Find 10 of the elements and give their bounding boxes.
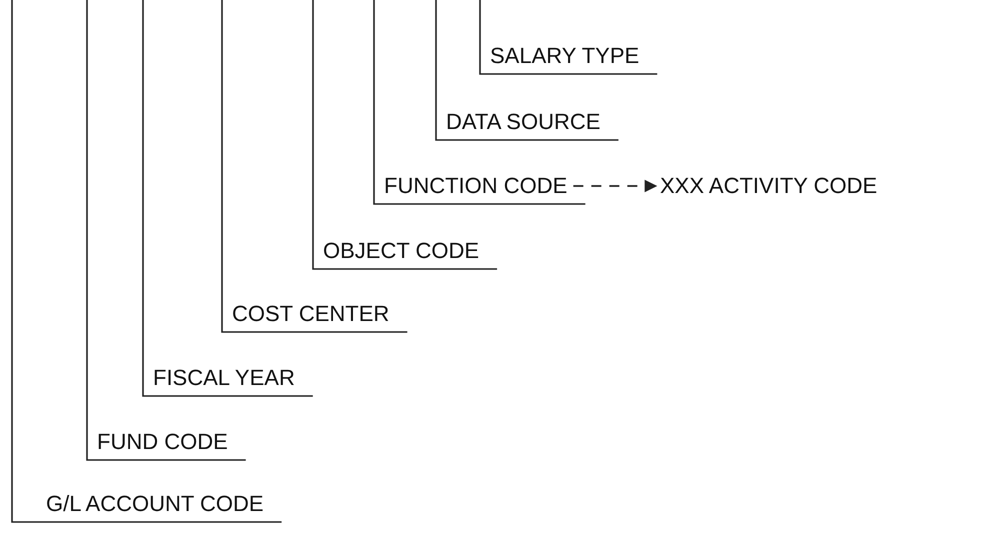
field-label: FUND CODE <box>97 428 228 456</box>
field-label: FUNCTION CODE <box>384 172 568 200</box>
field-label: XXX ACTIVITY CODE <box>660 172 878 200</box>
field-label: SALARY TYPE <box>490 42 640 70</box>
arrow <box>573 180 658 192</box>
field-label: OBJECT CODE <box>323 237 480 265</box>
field-label: FISCAL YEAR <box>153 364 295 392</box>
field-label: COST CENTER <box>232 300 390 328</box>
field-label: G/L ACCOUNT CODE <box>46 490 264 518</box>
field-label: DATA SOURCE <box>446 108 600 136</box>
